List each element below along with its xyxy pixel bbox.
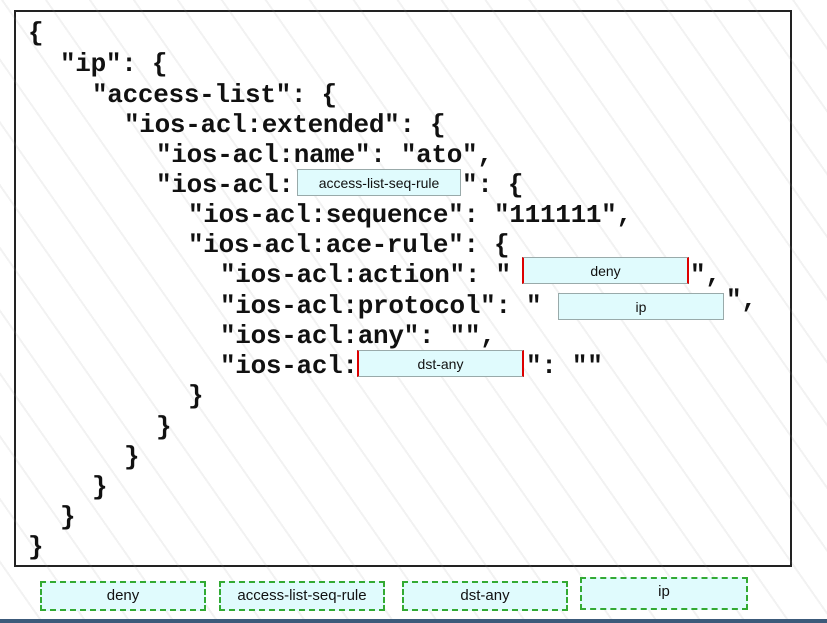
code-line: "ios-acl: bbox=[220, 351, 358, 381]
code-line: ", bbox=[726, 285, 757, 315]
code-line: ": "" bbox=[526, 351, 603, 381]
code-line: } bbox=[156, 412, 172, 442]
option-dst-any[interactable]: dst-any bbox=[402, 581, 568, 611]
code-line: "ios-acl:action": " bbox=[220, 260, 511, 290]
code-panel bbox=[14, 10, 792, 567]
option-ip[interactable]: ip bbox=[580, 577, 748, 610]
option-access-list-seq-rule[interactable]: access-list-seq-rule bbox=[219, 581, 385, 611]
code-line: { bbox=[28, 18, 44, 48]
code-line: } bbox=[124, 442, 140, 472]
code-line: "ios-acl:any": "", bbox=[220, 321, 496, 351]
code-line: } bbox=[28, 532, 44, 562]
code-line: } bbox=[60, 502, 76, 532]
drop-target-action[interactable]: deny bbox=[522, 257, 689, 284]
drop-target-protocol[interactable]: ip bbox=[558, 293, 724, 320]
code-line: } bbox=[188, 381, 204, 411]
drop-target-seq-rule[interactable]: access-list-seq-rule bbox=[297, 169, 461, 196]
code-line: "ios-acl:extended": { bbox=[124, 110, 446, 140]
code-line: "ios-acl: bbox=[156, 170, 294, 200]
code-line: "ios-acl:name": "ato", bbox=[156, 140, 493, 170]
code-line: "ios-acl:ace-rule": { bbox=[188, 230, 510, 260]
code-line: "ios-acl:sequence": "111111", bbox=[188, 200, 632, 230]
code-line: } bbox=[92, 472, 108, 502]
code-line: ", bbox=[690, 260, 721, 290]
code-line: "ios-acl:protocol": " bbox=[220, 291, 542, 321]
code-line: "ip": { bbox=[60, 49, 168, 79]
bottom-bar bbox=[0, 619, 827, 623]
code-line: "access-list": { bbox=[92, 80, 337, 110]
code-line: ": { bbox=[462, 170, 524, 200]
drop-target-dst[interactable]: dst-any bbox=[357, 350, 524, 377]
option-deny[interactable]: deny bbox=[40, 581, 206, 611]
